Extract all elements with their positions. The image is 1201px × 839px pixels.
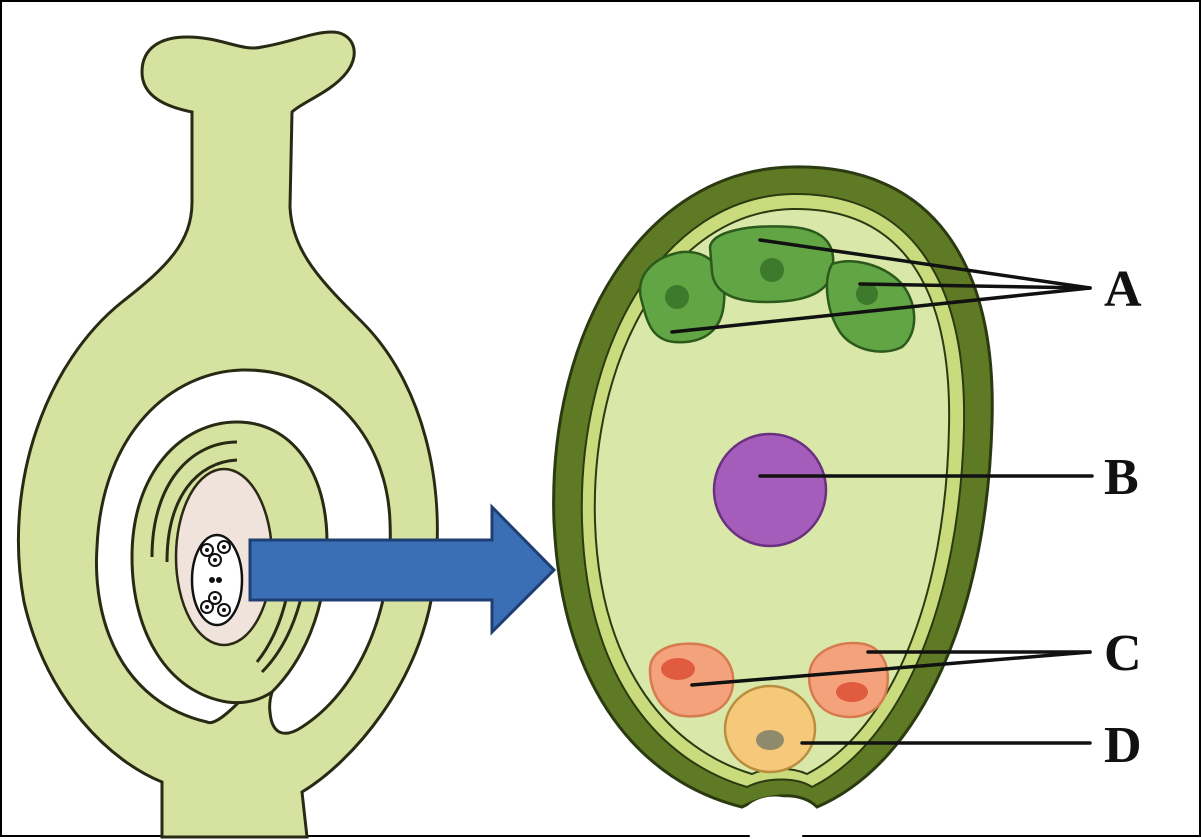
label-c: C xyxy=(1104,625,1142,682)
antipodal-nucleus-3 xyxy=(856,283,878,305)
egg-nucleus xyxy=(756,730,784,750)
synergid-nucleus-right xyxy=(836,682,868,702)
polar-nucleus xyxy=(714,434,826,546)
antipodal-nucleus-1 xyxy=(665,285,689,309)
synergid-nucleus-left xyxy=(661,658,695,680)
pistil xyxy=(18,32,437,837)
synergid-left xyxy=(650,644,733,717)
synergid-right xyxy=(809,643,888,717)
antipodal-nucleus-2 xyxy=(760,258,784,282)
label-d: D xyxy=(1104,717,1142,774)
label-a: A xyxy=(1104,261,1142,318)
embryo-sac xyxy=(554,167,993,837)
label-b: B xyxy=(1104,449,1139,506)
egg-cell xyxy=(725,686,815,772)
micropyle xyxy=(744,797,807,838)
